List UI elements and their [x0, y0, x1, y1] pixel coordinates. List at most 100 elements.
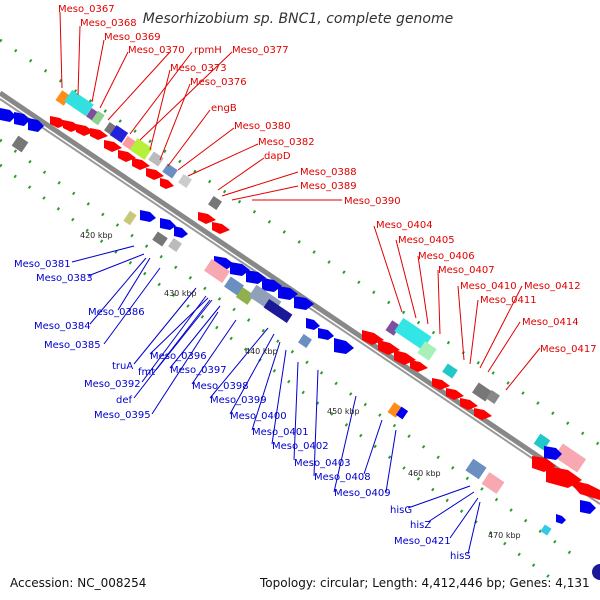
gene-label: Meso_0406 — [418, 251, 475, 262]
gene-arrow-reverse — [278, 286, 298, 300]
gene-box — [533, 433, 551, 451]
gene-arrow-forward — [212, 222, 230, 234]
gene-label: hisG — [390, 505, 412, 516]
gene-arrow-forward — [90, 128, 108, 140]
gene-label: Meso_0398 — [192, 381, 249, 392]
kbp-marker: 450 kbp — [327, 407, 360, 416]
gene-arrow-forward — [132, 158, 150, 170]
gene-arrow-reverse — [580, 500, 596, 514]
gene-label: Meso_0367 — [58, 4, 115, 15]
gene-label: Meso_0382 — [258, 137, 315, 148]
gene-box — [168, 238, 182, 252]
gene-box — [263, 299, 293, 323]
gene-label: Meso_0405 — [398, 235, 455, 246]
gene-label: hisS — [450, 551, 471, 562]
outer-leader-lines — [59, 11, 541, 391]
gene-label: hisZ — [410, 520, 431, 531]
forward-genes — [50, 116, 600, 500]
gene-box — [395, 406, 409, 420]
forward-boxes — [55, 89, 587, 473]
gene-arrow-reverse — [230, 262, 250, 276]
gene-box — [11, 135, 29, 153]
gene-label: Meso_0409 — [334, 488, 391, 499]
gene-label: truA — [112, 361, 133, 372]
gene-box — [387, 402, 403, 418]
gene-label: Meso_0385 — [44, 340, 101, 351]
gene-arrow-forward — [198, 212, 216, 224]
gene-arrow-reverse — [306, 318, 320, 330]
gene-label: Meso_0368 — [80, 18, 137, 29]
gene-box — [178, 174, 192, 188]
gene-label: Meso_0389 — [300, 181, 357, 192]
gene-label: Meso_0383 — [36, 273, 93, 284]
gene-box — [540, 524, 552, 536]
gene-arrow-reverse — [318, 328, 334, 340]
kbp-markers: 420 kbp 430 kbp 440 kbp 450 kbp 460 kbp … — [80, 231, 521, 540]
gene-label: Meso_0386 — [88, 307, 145, 318]
gene-arrow-forward — [146, 168, 164, 180]
gene-box — [442, 363, 458, 379]
gene-box — [465, 458, 487, 480]
gene-arrow-forward — [460, 398, 478, 410]
gene-label: Meso_0390 — [344, 196, 401, 207]
gene-label: def — [116, 395, 133, 406]
gene-box — [55, 90, 71, 106]
gene-label: Meso_0400 — [230, 411, 287, 422]
reverse-genes — [0, 108, 596, 524]
gene-arrow-forward — [118, 150, 136, 162]
gene-label: Meso_0381 — [14, 259, 71, 270]
gene-label: Meso_0399 — [210, 395, 267, 406]
gene-label: Meso_0370 — [128, 45, 185, 56]
gene-arrow-reverse — [262, 278, 282, 292]
gene-label: Meso_0402 — [272, 441, 329, 452]
edge-marker — [592, 564, 600, 580]
gene-label: engB — [211, 103, 237, 114]
gene-box — [486, 390, 500, 404]
gene-label: fmt — [138, 367, 155, 378]
gene-arrow-reverse — [246, 270, 266, 284]
gene-box — [148, 151, 164, 167]
gene-arrow-reverse — [0, 108, 16, 122]
gene-box — [203, 259, 231, 283]
gene-label: Meso_0369 — [104, 32, 161, 43]
gene-arrow-forward — [76, 124, 94, 136]
gene-label: Meso_0380 — [234, 121, 291, 132]
tick-rings — [0, 38, 600, 587]
gene-arrow-reverse — [334, 338, 354, 354]
gene-label: Meso_0414 — [522, 317, 579, 328]
gene-label: Meso_0376 — [190, 77, 247, 88]
gene-label: Meso_0377 — [232, 45, 289, 56]
gene-box — [152, 231, 168, 247]
gene-arrow-reverse — [556, 514, 566, 524]
gene-arrow-reverse — [28, 118, 44, 132]
kbp-marker: 470 kbp — [488, 531, 521, 540]
backbone-outer-line — [0, 90, 600, 501]
gene-label: Meso_0410 — [460, 281, 517, 292]
gene-box — [91, 110, 105, 126]
gene-box — [109, 125, 129, 143]
gene-label: Meso_0388 — [300, 167, 357, 178]
gene-arrow-forward — [432, 378, 450, 390]
gene-label: Meso_0421 — [394, 536, 451, 547]
gene-box — [64, 89, 94, 117]
gene-box — [129, 138, 153, 160]
gene-label: Meso_0407 — [438, 265, 495, 276]
map-title: Mesorhizobium sp. BNC1, complete genome — [143, 11, 454, 27]
gene-label: Meso_0384 — [34, 321, 91, 332]
gene-arrow-reverse — [294, 296, 314, 310]
gene-box — [553, 443, 587, 473]
outer-gene-labels: Meso_0367 Meso_0368 Meso_0369 Meso_0370 … — [58, 4, 597, 355]
gene-arrow-forward — [446, 388, 464, 400]
gene-label: rpmH — [194, 45, 222, 56]
gene-label: Meso_0408 — [314, 472, 371, 483]
kbp-marker: 420 kbp — [80, 231, 113, 240]
gene-label: Meso_0401 — [252, 427, 309, 438]
gene-label: Meso_0397 — [170, 365, 227, 376]
gene-box — [123, 210, 137, 226]
gene-box — [394, 317, 432, 351]
gene-arrow-reverse — [140, 210, 156, 222]
gene-arrow-forward — [474, 408, 492, 420]
gene-box — [481, 472, 505, 494]
